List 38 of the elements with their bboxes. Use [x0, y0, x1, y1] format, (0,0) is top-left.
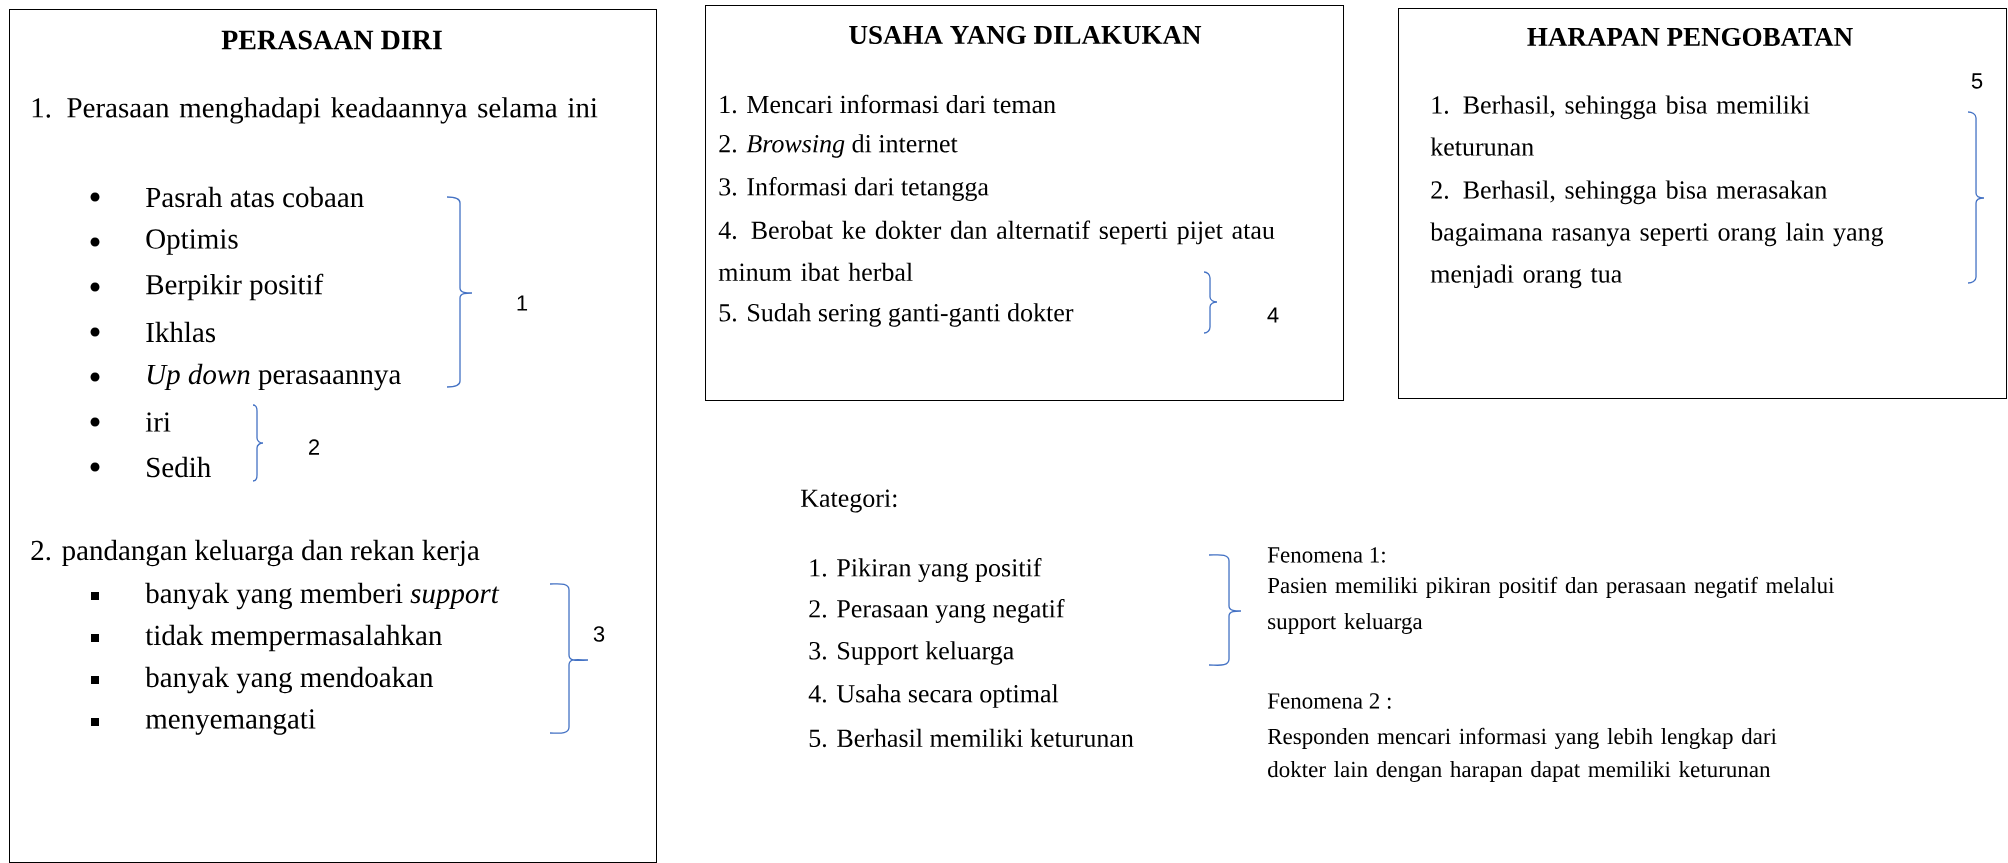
- list-item: Berpikir positif: [146, 273, 324, 301]
- category-heading: Kategori:: [800, 489, 897, 513]
- list-item: Optimis: [146, 229, 238, 255]
- list-item: 2. pandangan keluarga dan rekan kerja: [31, 539, 480, 567]
- list-item: 4. Berobat ke dokter dan alternatif seperti pijet atau minum ibat herbal: [718, 220, 1275, 282]
- list-item: Pasrah atas cobaan: [146, 186, 364, 208]
- panel-heading: HARAPAN PENGOBATAN: [1527, 27, 1853, 47]
- note-text: Fenomena 2 :: [1267, 693, 1391, 709]
- bracket-number: 4: [1267, 307, 1279, 323]
- category-item: 5. Berhasil memiliki keturunan: [809, 728, 1134, 748]
- list-item: Up down perasaannya: [147, 363, 401, 391]
- list-item: menyemangati: [145, 709, 316, 735]
- list-item: 3. Informasi dari tetangga: [719, 177, 989, 201]
- list-item: banyak yang mendoakan: [145, 666, 434, 694]
- list-item: banyak yang memberi support: [145, 582, 500, 610]
- list-item: 1. Perasaan menghadapi keadaannya selama ini: [32, 97, 598, 124]
- note-text: Responden mencari informasi yang lebih lengkap dari dokter lain dengan harapan dapat memiliki keturunan: [1267, 727, 1777, 782]
- list-item: tidak mempermasalahkan: [145, 624, 442, 652]
- list-item: 1. Mencari informasi dari teman: [720, 94, 1056, 114]
- panel-heading: USAHA YANG DILAKUKAN: [849, 25, 1202, 45]
- category-item: 3. Support keluarga: [809, 641, 1014, 665]
- note-text: Pasien memiliki pikiran positif dan perasaan negatif melalui support keluarga: [1267, 576, 1835, 634]
- list-item: Ikhlas: [146, 321, 216, 343]
- list-item: 2. Berhasil, sehingga bisa merasakan bagaimana rasanya seperti orang lain yang menjadi orang tua: [1430, 180, 1884, 289]
- list-item: Sedih: [147, 456, 211, 478]
- bracket-number: 5: [1971, 73, 1983, 89]
- category-item: 4. Usaha secara optimal: [808, 684, 1059, 708]
- category-item: 1. Pikiran yang positif: [810, 558, 1042, 582]
- list-item: 1. Berhasil, sehingga bisa memiliki keturunan: [1430, 95, 1810, 156]
- bracket-number: 3: [593, 626, 605, 642]
- list-item: iri: [145, 412, 171, 432]
- list-item: 5. Sudah sering ganti-ganti dokter: [719, 303, 1074, 327]
- panel-heading: PERASAAN DIRI: [221, 30, 442, 50]
- list-item: 2. Browsing di internet: [719, 134, 958, 158]
- bracket-number: 2: [309, 439, 319, 455]
- bracket-number: 1: [517, 295, 528, 311]
- category-item: 2. Perasaan yang negatif: [809, 599, 1065, 623]
- note-text: Fenomena 1:: [1267, 547, 1385, 563]
